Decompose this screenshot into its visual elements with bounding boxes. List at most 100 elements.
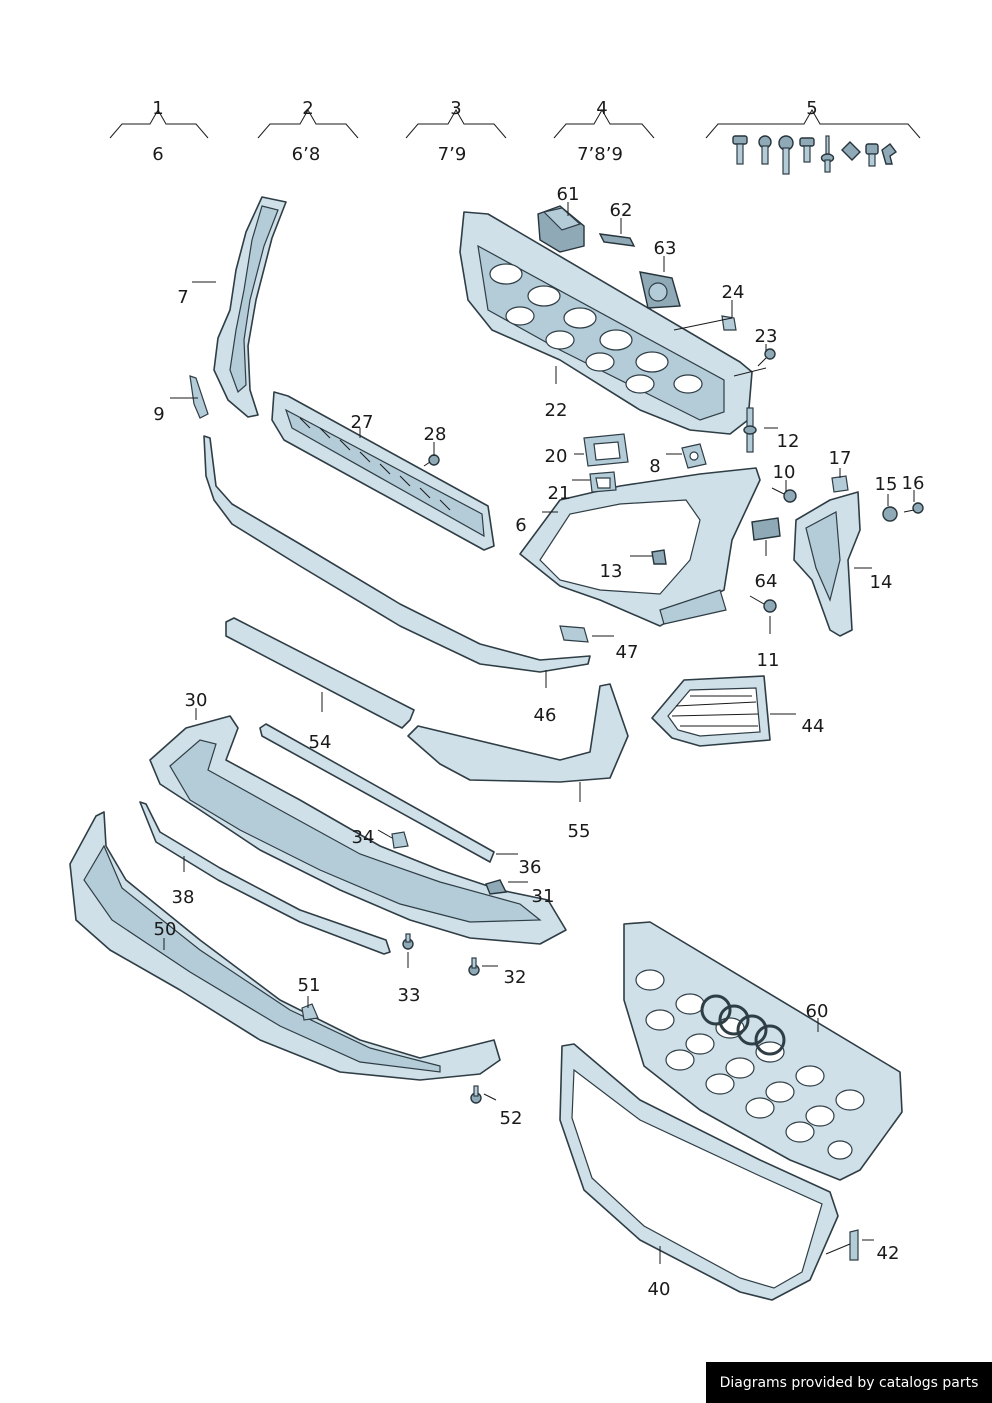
callout-64: 64 — [755, 571, 778, 592]
callout-27: 27 — [351, 412, 374, 433]
part-38-strip — [139, 801, 391, 955]
callout-16: 16 — [902, 473, 925, 494]
callout-46: 46 — [534, 705, 557, 726]
callout-13: 13 — [600, 561, 623, 582]
part-42-cap — [849, 1229, 859, 1261]
part-30-underbody — [149, 715, 567, 945]
part-9-clip — [189, 375, 209, 419]
part-11-screw — [749, 595, 777, 613]
kit-number: 4 — [596, 98, 607, 119]
part-21-bracket — [589, 471, 617, 493]
kit-number: 3 — [450, 98, 461, 119]
callout-30: 30 — [185, 690, 208, 711]
callout-51: 51 — [298, 975, 321, 996]
part-7-side-bracket — [213, 196, 287, 418]
part-54-strip — [225, 617, 415, 729]
kit-group-1: 1 6 — [109, 98, 209, 165]
part-33-screw — [402, 933, 414, 950]
callout-24: 24 — [722, 282, 745, 303]
callout-21: 21 — [548, 483, 571, 504]
part-28-screw — [423, 454, 440, 467]
callout-6: 6 — [515, 515, 526, 536]
kit-contents: 7’8’9 — [577, 144, 623, 165]
callout-52: 52 — [500, 1108, 523, 1129]
part-51-clip — [301, 1003, 319, 1021]
part-55-trim — [407, 683, 629, 783]
part-24-clip — [721, 315, 737, 331]
callout-47: 47 — [616, 642, 639, 663]
part-40-frame — [559, 1043, 839, 1301]
callout-28: 28 — [424, 424, 447, 445]
part-32-screw — [468, 957, 480, 976]
part-64-sensor — [751, 517, 781, 541]
part-61-sensor — [537, 205, 585, 253]
callout-10: 10 — [773, 462, 796, 483]
part-10-screw — [771, 487, 797, 503]
part-27-frame — [271, 391, 495, 551]
kit-number: 5 — [806, 98, 817, 119]
callout-9: 9 — [153, 404, 164, 425]
callout-32: 32 — [504, 967, 527, 988]
callout-8: 8 — [649, 456, 660, 477]
callout-34: 34 — [352, 827, 375, 848]
part-34-clip — [391, 831, 409, 849]
part-50-spoiler — [69, 811, 501, 1081]
callout-22: 22 — [545, 400, 568, 421]
kit-number: 2 — [302, 98, 313, 119]
kit-group-2: 2 6’8 — [257, 98, 359, 165]
callout-15: 15 — [875, 474, 898, 495]
callout-14: 14 — [870, 572, 893, 593]
part-31-clip — [485, 879, 508, 895]
callout-11: 11 — [757, 650, 780, 671]
fastener-set-icon — [732, 135, 898, 175]
audi-rings-icon — [700, 994, 786, 1056]
callout-61: 61 — [557, 184, 580, 205]
credit-banner: Diagrams provided by catalogs parts — [706, 1362, 992, 1403]
kit-contents: 7’9 — [438, 144, 467, 165]
part-15-nut — [882, 506, 898, 522]
callout-44: 44 — [802, 716, 825, 737]
part-46-trim — [203, 435, 591, 673]
part-36-strip — [259, 723, 495, 863]
part-6-fog-surround — [519, 467, 761, 627]
callout-17: 17 — [829, 448, 852, 469]
leader-lines — [163, 202, 915, 1264]
part-60-grille — [623, 921, 903, 1181]
part-52-screw — [470, 1085, 482, 1104]
callout-31: 31 — [532, 886, 555, 907]
part-20-bracket — [583, 433, 629, 467]
grille-honeycomb — [635, 969, 865, 1160]
callout-42: 42 — [877, 1243, 900, 1264]
part-16-screw — [903, 502, 924, 514]
part-63-radar — [639, 271, 681, 309]
part-12-stud — [743, 407, 757, 453]
kit-number: 1 — [152, 98, 163, 119]
kit-group-4: 4 7’8’9 — [553, 98, 655, 165]
callout-12: 12 — [777, 431, 800, 452]
callout-54: 54 — [309, 732, 332, 753]
callout-40: 40 — [648, 1279, 671, 1300]
callout-62: 62 — [610, 200, 633, 221]
part-14-bracket — [793, 491, 861, 637]
kit-contents: 6’8 — [292, 144, 321, 165]
callout-7: 7 — [177, 287, 188, 308]
part-8-clip — [681, 443, 707, 469]
callout-50: 50 — [154, 919, 177, 940]
callout-60: 60 — [806, 1001, 829, 1022]
kit-group-5: 5 — [705, 98, 921, 175]
carrier-openings — [489, 263, 703, 394]
callout-36: 36 — [519, 857, 542, 878]
part-22-carrier — [459, 211, 753, 435]
callout-33: 33 — [398, 985, 421, 1006]
part-13-clip — [651, 549, 667, 565]
callout-labels: 61 62 63 24 23 7 22 9 27 28 12 20 8 10 1… — [153, 184, 924, 1300]
part-47-cap — [559, 625, 589, 643]
callout-63: 63 — [654, 238, 677, 259]
part-23-screw — [757, 348, 776, 367]
part-44-grille — [651, 675, 771, 747]
callout-23: 23 — [755, 326, 778, 347]
kit-group-3: 3 7’9 — [405, 98, 507, 165]
callout-20: 20 — [545, 446, 568, 467]
part-17-clip — [831, 475, 849, 493]
